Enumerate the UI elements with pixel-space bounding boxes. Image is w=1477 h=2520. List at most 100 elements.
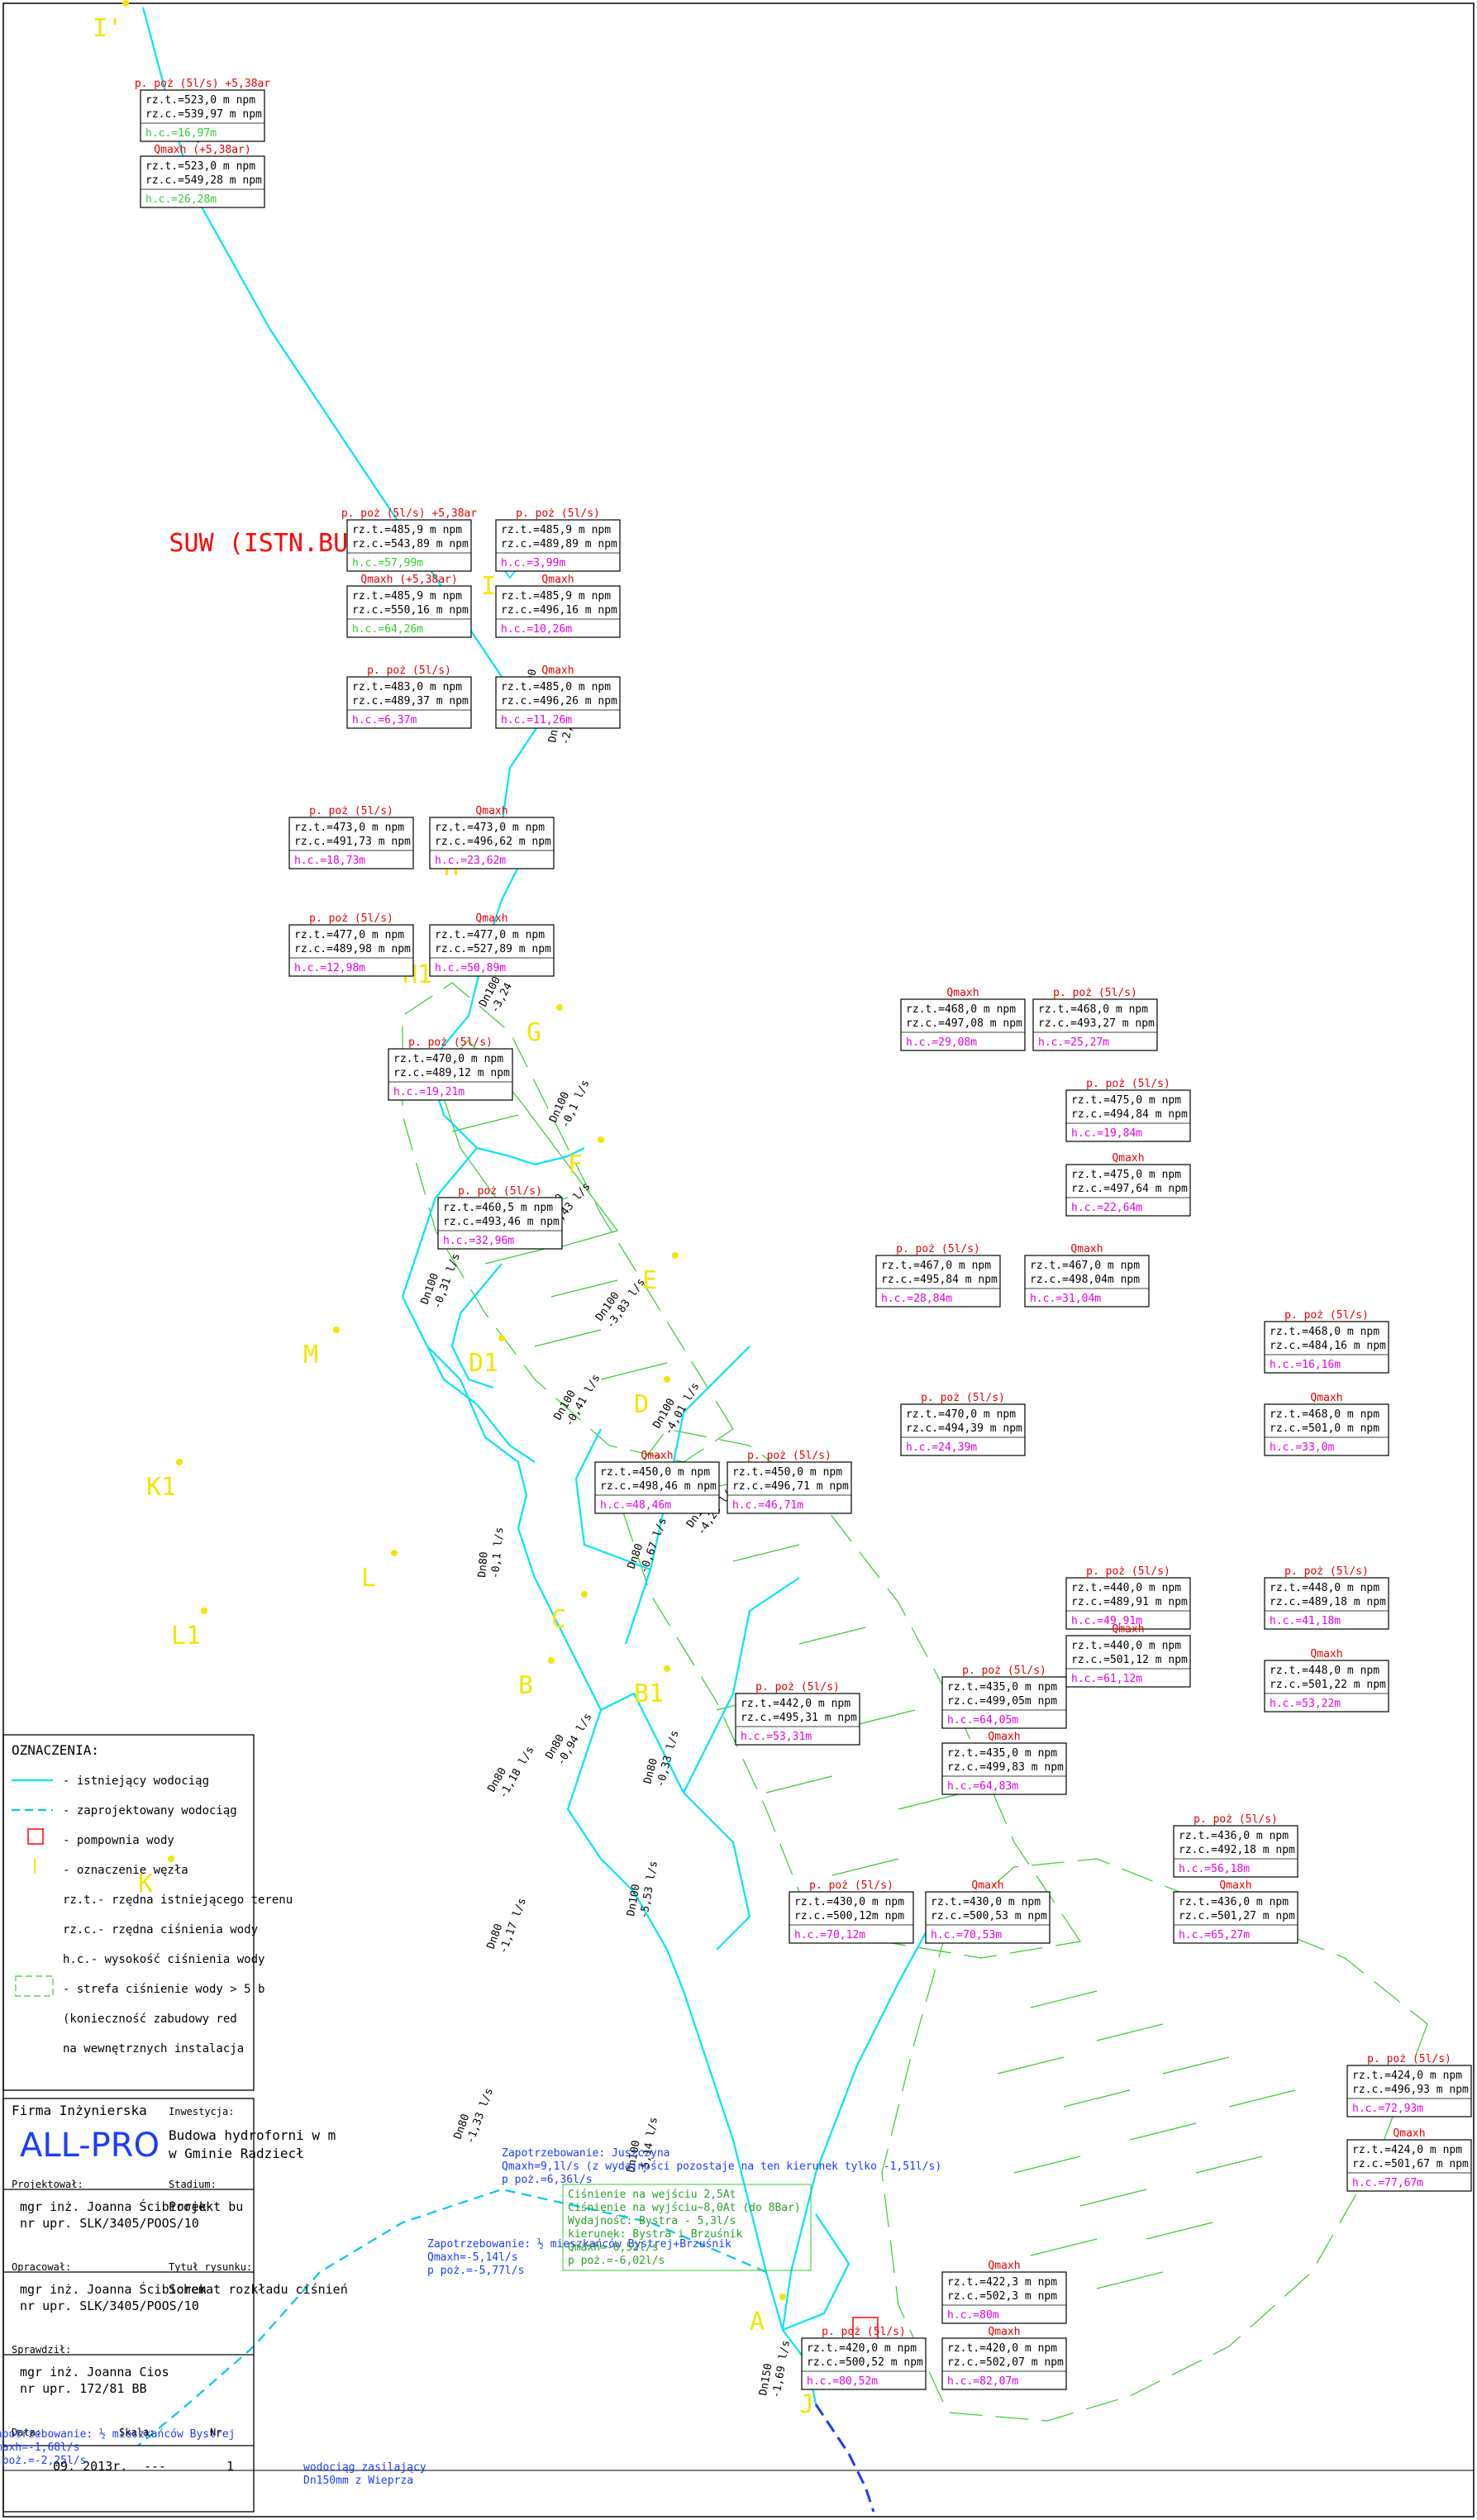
pressure-box-head: rz.c.=497,08 m npm bbox=[906, 1017, 1022, 1030]
pressure-box-title: Qmaxh bbox=[988, 2326, 1020, 2338]
node-dot bbox=[598, 1136, 604, 1143]
pressure-box-head: rz.c.=496,16 m npm bbox=[501, 604, 617, 617]
node-label: M bbox=[303, 1341, 318, 1370]
pressure-box-head: rz.c.=496,62 m npm bbox=[435, 836, 551, 848]
pressure-box-ground: rz.t.=435,0 m npm bbox=[947, 1747, 1057, 1760]
pipe-dn: Dn100 bbox=[625, 2140, 643, 2174]
pipe-label: Dn80-0,33 l/s bbox=[641, 1729, 681, 1789]
legend-frame bbox=[2, 1734, 255, 2091]
pipe-label: Dn150-1,69 l/s bbox=[757, 2339, 793, 2399]
pressure-box-head: rz.c.=493,46 m npm bbox=[443, 1216, 560, 1228]
pressure-box-ground: rz.t.=440,0 m npm bbox=[1071, 1640, 1181, 1652]
pressure-box-title: Qmaxh bbox=[971, 1879, 1003, 1892]
pipe-label: Dn80-0,94 l/s bbox=[543, 1711, 594, 1768]
pressure-box-head: rz.c.=500,53 m npm bbox=[931, 1910, 1047, 1922]
pressure-box-ground: rz.t.=485,9 m npm bbox=[352, 524, 462, 536]
pressure-box-hc: h.c.=77,67m bbox=[1352, 2177, 1423, 2189]
pressure-box-frame bbox=[495, 519, 621, 572]
node-dot bbox=[556, 1004, 563, 1011]
pressure-box: Qmaxh rz.t.=473,0 m npm rz.c.=496,62 m npm… bbox=[429, 805, 555, 869]
pressure-box-title: p. poż (5l/s) bbox=[309, 805, 393, 817]
pressure-box: p. poż (5l/s)rz.t.=477,0 m npmrz.c.=489,… bbox=[288, 912, 414, 977]
pressure-box: p. poż (5l/s)rz.t.=424,0 m npmrz.c.=496,… bbox=[1346, 2053, 1472, 2117]
pressure-box-title: p. poż (5l/s) bbox=[755, 1681, 840, 1693]
pressure-box-head: rz.c.=498,04m npm bbox=[1030, 1274, 1140, 1286]
node-label: B bbox=[518, 1671, 533, 1700]
date-label: Data: bbox=[12, 2427, 41, 2438]
pressure-box-ground: rz.t.=483,0 m npm bbox=[352, 681, 462, 693]
pressure-box-hc: h.c.=18,73m bbox=[294, 855, 365, 867]
pressure-box-title: Qmaxh bbox=[641, 1450, 673, 1462]
pressure-box: p. poż (5l/s)rz.t.=473,0 m npmrz.c.=491,… bbox=[288, 805, 414, 869]
pressure-box-ground: rz.t.=473,0 m npm bbox=[435, 822, 545, 834]
pressure-box-ground: rz.t.=448,0 m npm bbox=[1270, 1582, 1379, 1594]
pipe-label: Dn80-0,67 l/s bbox=[626, 1517, 669, 1575]
pressure-box-frame bbox=[346, 519, 472, 572]
pressure-box-frame bbox=[1173, 1825, 1298, 1878]
pressure-box-ground: rz.t.=477,0 m npm bbox=[294, 929, 404, 941]
pipe-label: Dn100-4,01 l/s bbox=[650, 1380, 702, 1437]
node-dot bbox=[664, 1665, 670, 1672]
legend-item: rz.t.- rzędna istniejącego terenu bbox=[63, 1894, 293, 1907]
pressure-box-frame bbox=[1024, 1255, 1150, 1308]
company-logo: ALL-PRO bbox=[20, 2127, 160, 2165]
pressure-box: p. poż (5l/s)rz.t.=470,0 m npmrz.c.=494,… bbox=[900, 1392, 1026, 1456]
pressure-box-frame bbox=[1173, 1891, 1298, 1944]
pipe-label: Dn80-1,17 l/s bbox=[485, 1897, 529, 1956]
pressure-box-title: Qmaxh bbox=[475, 912, 507, 925]
number-value: 1 bbox=[226, 2459, 234, 2474]
pressure-box-hc: h.c.=16,97m bbox=[145, 127, 217, 140]
pressure-box-head: rz.c.=501,12 m npm bbox=[1071, 1654, 1188, 1666]
pressure-box: p. poż (5l/s)rz.t.=483,0 m npmrz.c.=489,… bbox=[346, 665, 472, 729]
pressure-box-title: Qmaxh bbox=[988, 2260, 1020, 2272]
pressure-box-ground: rz.t.=523,0 m npm bbox=[145, 94, 255, 107]
pressure-box-hc: h.c.=56,18m bbox=[1179, 1863, 1250, 1875]
pressure-box-ground: rz.t.=468,0 m npm bbox=[1038, 1003, 1148, 1016]
pressure-box-head: rz.c.=549,28 m npm bbox=[145, 174, 262, 187]
zone-south bbox=[881, 1858, 1428, 2422]
pressure-box: p. poż (5l/s)rz.t.=460,5 m npmrz.c.=493,… bbox=[437, 1185, 563, 1250]
pressure-box-hc: h.c.=70,12m bbox=[794, 1929, 865, 1941]
pressure-box-frame bbox=[875, 1255, 1001, 1308]
pressure-box-hc: h.c.=26,28m bbox=[145, 193, 217, 206]
pipe-branch-ab bbox=[782, 2213, 850, 2332]
legend: OZNACZENIA:- istniejący wodociąg- zaproj… bbox=[12, 1742, 293, 2056]
pipe-flow: -0,1 l/s bbox=[489, 1527, 506, 1579]
pressure-box-head: rz.c.=499,05m npm bbox=[947, 1695, 1057, 1708]
pressure-box-title: Qmaxh bbox=[475, 805, 507, 817]
node-label: K1 bbox=[146, 1473, 176, 1502]
zone-hatch-1 bbox=[997, 1990, 1296, 2289]
pressure-box: p. poż (5l/s)rz.t.=435,0 m npmrz.c.=499,… bbox=[941, 1665, 1067, 1729]
stage-label: Stadium: bbox=[169, 2179, 217, 2190]
pressure-box: p. poż (5l/s)rz.t.=448,0 m npmrz.c.=489,… bbox=[1264, 1565, 1389, 1630]
pressure-box-title: p. poż (5l/s) bbox=[516, 507, 600, 520]
pressure-box-frame bbox=[288, 817, 414, 869]
pressure-box-ground: rz.t.=477,0 m npm bbox=[435, 929, 545, 941]
demand-note-line: p poż.=-2,25l/s bbox=[0, 2455, 86, 2467]
pressure-box-title: Qmaxh (+5,38ar) bbox=[154, 144, 250, 156]
node-dot bbox=[672, 1252, 679, 1259]
pressure-box-frame bbox=[1065, 1164, 1191, 1217]
pressure-box-head: rz.c.=489,12 m npm bbox=[393, 1067, 510, 1079]
legend-heading: OZNACZENIA: bbox=[12, 1742, 99, 1758]
pressure-box-title: Qmaxh bbox=[1112, 1623, 1144, 1636]
pressure-box-ground: rz.t.=485,9 m npm bbox=[501, 524, 611, 536]
pressure-box: p. poż (5l/s)rz.t.=450,0 m npmrz.c.=496,… bbox=[727, 1450, 852, 1514]
zone-hatch-2 bbox=[683, 1478, 965, 1876]
pressure-box-ground: rz.t.=485,0 m npm bbox=[501, 681, 611, 693]
pressure-box-title: p. poż (5l/s) bbox=[1086, 1565, 1170, 1578]
pressure-box-head: rz.c.=496,26 m npm bbox=[501, 695, 617, 707]
legend-item: - pompownia wody bbox=[63, 1834, 174, 1847]
demand-note-line: p poż.=-5,77l/s bbox=[427, 2265, 524, 2277]
node-label: A bbox=[750, 2308, 765, 2337]
